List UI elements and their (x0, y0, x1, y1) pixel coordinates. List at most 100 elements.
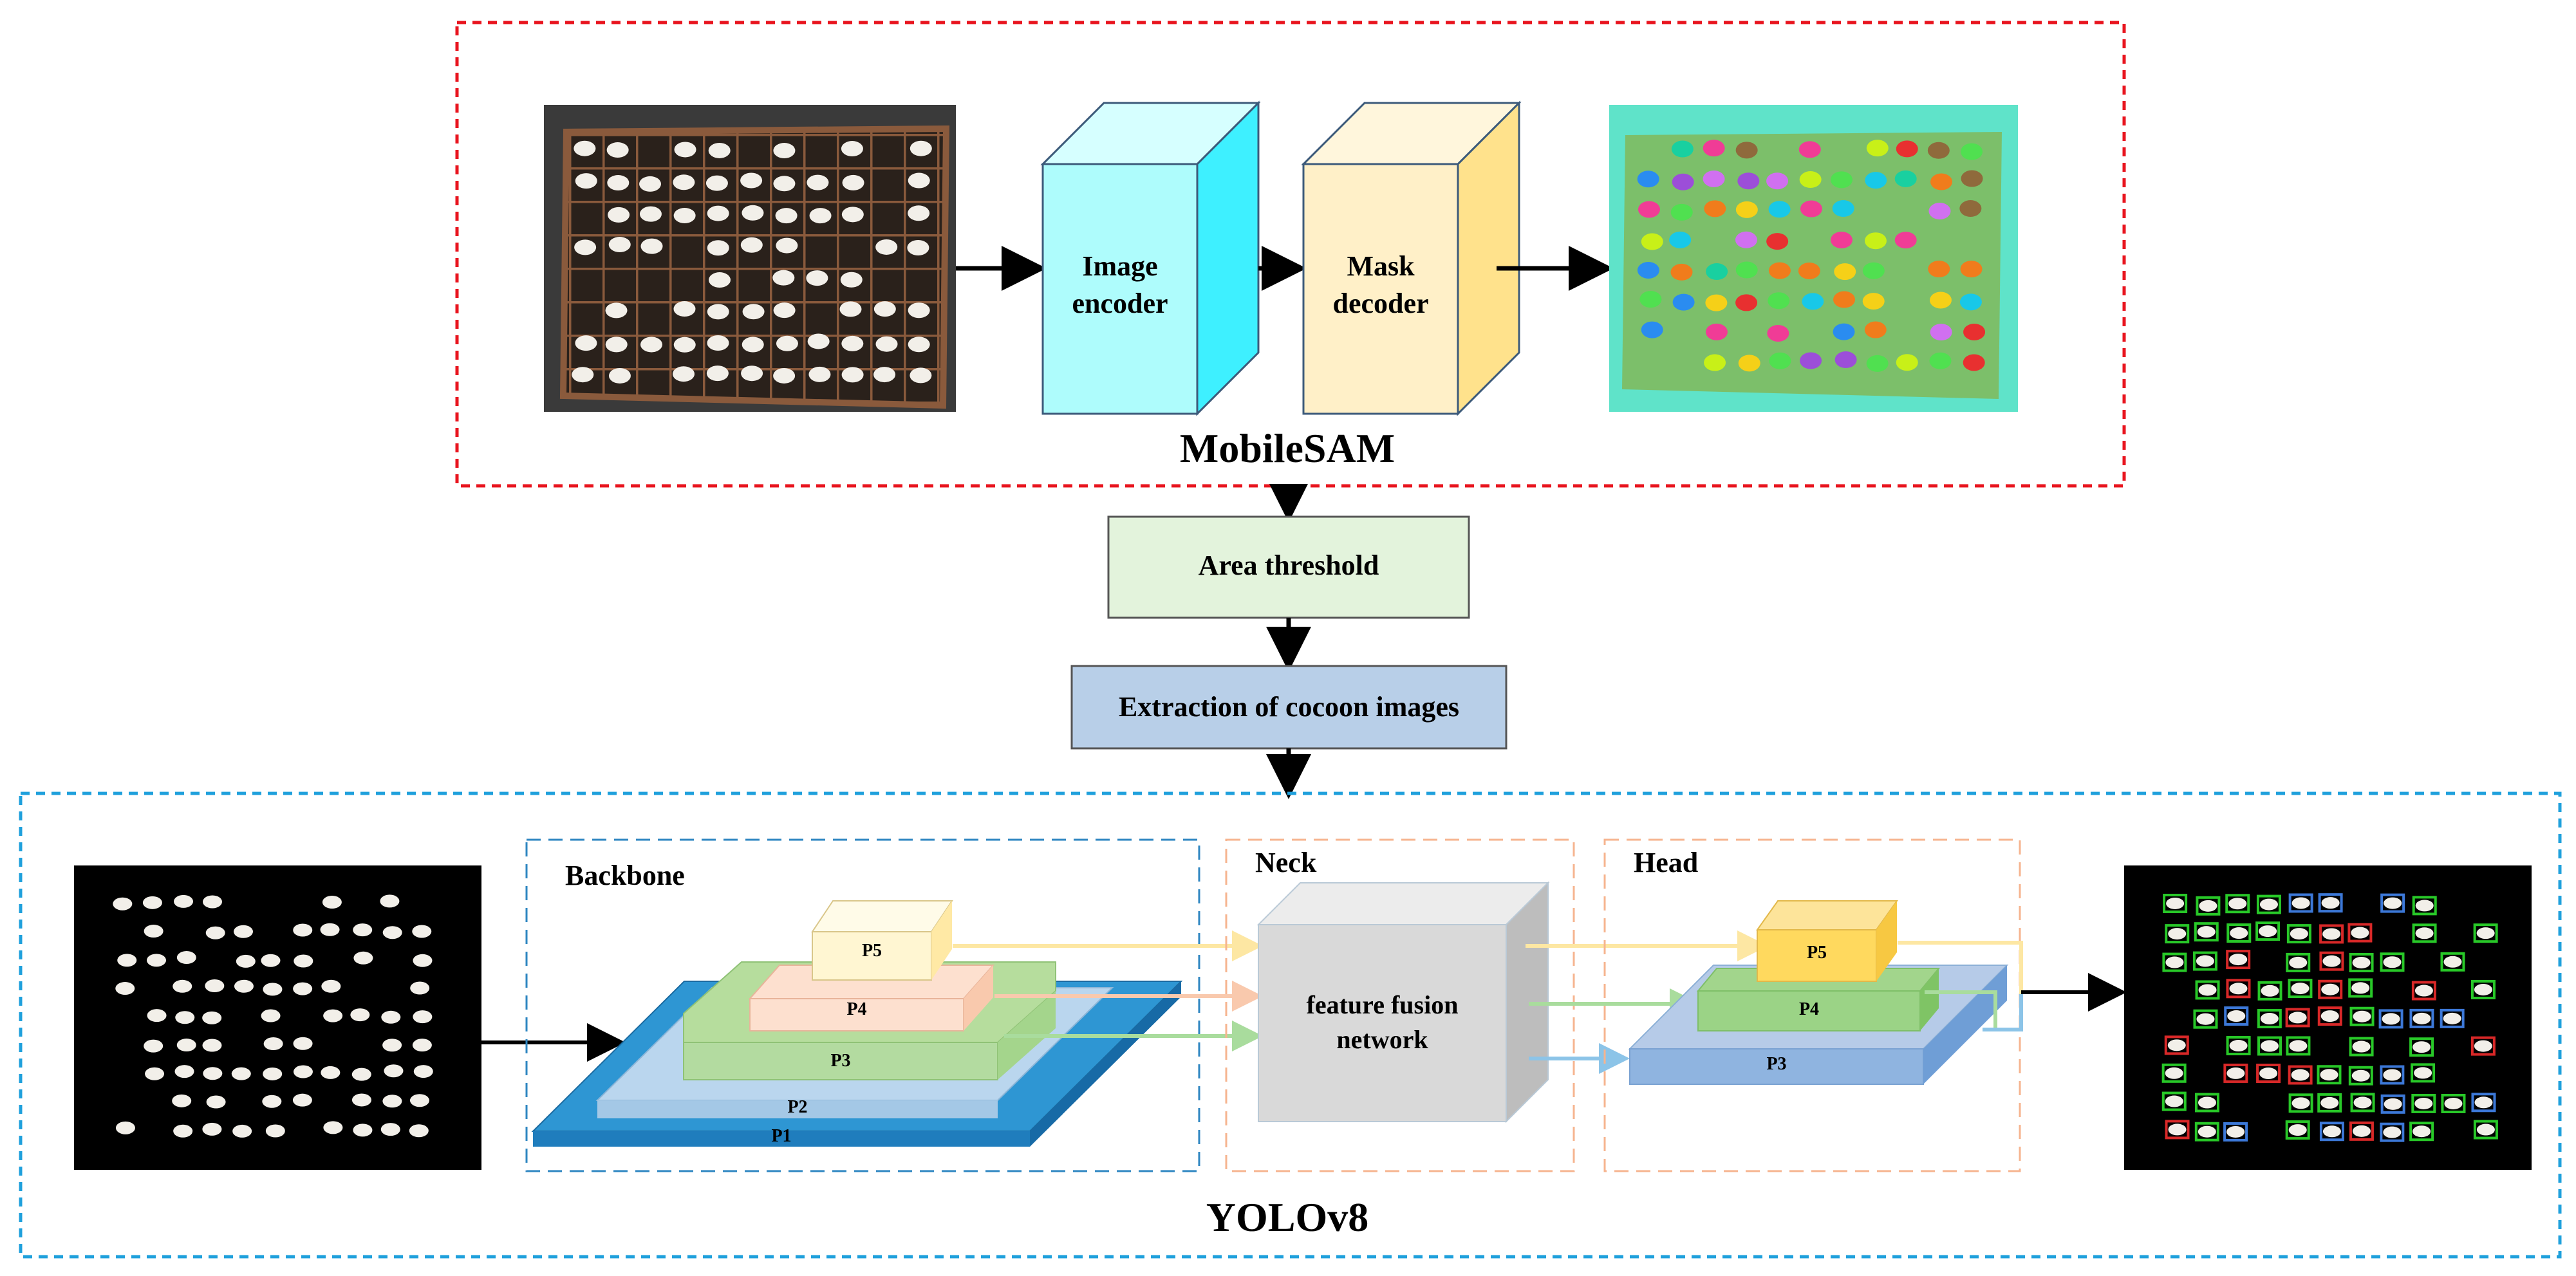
detected-cocoon (2383, 1126, 2402, 1138)
mask-blob (1703, 170, 1725, 187)
mask-blob (1735, 201, 1758, 218)
tray-cocoon (673, 208, 696, 224)
detection-box (2165, 924, 2190, 944)
detected-cocoon (2288, 1124, 2307, 1136)
extracted-cocoon (380, 1123, 400, 1136)
image-encoder-block (1040, 100, 1261, 416)
detection-box (2224, 1006, 2249, 1026)
extracted-cocoons-image (74, 865, 481, 1170)
extracted-cocoon (350, 1008, 370, 1022)
bb-p1-label: P1 (771, 1126, 792, 1146)
fusion-label-line1: feature fusion (1306, 990, 1459, 1019)
detected-cocoon (2198, 1125, 2216, 1138)
extracted-cocoon (261, 954, 281, 967)
tray-cocoon (572, 367, 594, 383)
extracted-cocoon (261, 1009, 281, 1022)
mask-blob (1735, 142, 1758, 159)
mask-blob (1704, 200, 1726, 217)
extracted-cocoon (232, 1124, 252, 1138)
mask-blob (1641, 233, 1663, 250)
encoder-label-line2: encoder (1072, 288, 1168, 319)
mask-blob (1670, 203, 1693, 221)
detection-box (2163, 893, 2188, 913)
detected-cocoon (2229, 1040, 2248, 1052)
detection-box (2380, 952, 2405, 972)
mask-blob (1798, 141, 1821, 158)
detected-cocoon (2415, 927, 2434, 939)
mask-blob (1928, 203, 1951, 220)
decoder-label: Mask decoder (1303, 248, 1458, 322)
detected-cocoon (2288, 1012, 2307, 1024)
detected-cocoon (2322, 928, 2341, 940)
extracted-cocoon (202, 1122, 222, 1136)
extracted-cocoon (206, 1095, 226, 1109)
head-p4-label: P4 (1798, 999, 1820, 1019)
tray-cocoon (742, 205, 764, 221)
mask-blob (1637, 171, 1659, 188)
tray-cocoon (673, 174, 695, 190)
mask-blob (1833, 323, 1855, 340)
head-connector-green (1925, 990, 1997, 1030)
mask-blob (1866, 140, 1889, 157)
detection-box (2317, 1065, 2342, 1085)
detected-cocoon (2291, 897, 2310, 909)
detection-box (2348, 1066, 2373, 1086)
mask-blob (1864, 321, 1887, 338)
detected-cocoon (2226, 1067, 2245, 1079)
detected-cocoon (2352, 1125, 2371, 1137)
detection-box (2194, 922, 2219, 942)
detected-cocoon (2198, 1096, 2216, 1109)
detected-cocoon (2259, 898, 2278, 911)
detection-box (2256, 1064, 2281, 1084)
extracted-cocoon (145, 1067, 165, 1080)
tray-cocoon (842, 174, 864, 190)
backbone-level-p5 (811, 900, 953, 981)
detected-cocoon (2352, 1040, 2371, 1053)
mask-blob (1641, 321, 1663, 338)
detection-box (2256, 894, 2281, 914)
detected-cocoon (2322, 955, 2341, 967)
tray-cocoon (706, 365, 729, 382)
feature-fusion-block (1256, 881, 1550, 1123)
backbone-panel (525, 838, 1200, 1172)
detection-box (2226, 1036, 2251, 1056)
mask-blob (1735, 261, 1758, 279)
tray-cocoon (639, 176, 662, 192)
mask-blob (1671, 140, 1694, 158)
extracted-cocoon (323, 1121, 343, 1134)
tray-cocoon (908, 172, 930, 189)
encoder-label: Image encoder (1043, 248, 1197, 322)
detected-cocoon (2227, 1010, 2246, 1022)
detected-cocoon (2260, 1040, 2279, 1052)
detected-cocoon (2291, 1069, 2310, 1081)
detected-cocoon (2196, 1013, 2215, 1025)
mask-blob (1832, 200, 1854, 217)
detection-box (2378, 1009, 2403, 1029)
detection-box (2411, 1063, 2436, 1083)
extracted-cocoon (353, 923, 373, 937)
head-label: Head (1634, 847, 1699, 878)
detected-cocoon (2289, 956, 2308, 968)
extracted-cocoon (202, 1011, 222, 1024)
yolo-frame (19, 791, 2562, 1259)
extracted-cocoon (293, 982, 313, 995)
tray-cocoon (707, 205, 729, 221)
detection-box (2223, 1063, 2248, 1083)
mask-blob (1800, 352, 1822, 369)
detected-cocoon (2414, 1067, 2432, 1079)
detection-box (2409, 1008, 2434, 1028)
bb-p5-label: P5 (861, 941, 882, 961)
tray-cocoon (608, 207, 630, 223)
detection-box (2193, 1009, 2218, 1029)
extracted-cocoon (293, 1065, 313, 1078)
extracted-cocoon (409, 1124, 429, 1138)
detection-box (2441, 1093, 2466, 1113)
detected-cocoon (2198, 984, 2217, 996)
mask-blob (1639, 291, 1662, 308)
detected-cocoon (2259, 925, 2277, 938)
tray-cocoon (807, 333, 830, 349)
mask-blob (1768, 201, 1791, 218)
detected-cocoon (2229, 954, 2248, 966)
tray-cocoon (841, 207, 864, 223)
